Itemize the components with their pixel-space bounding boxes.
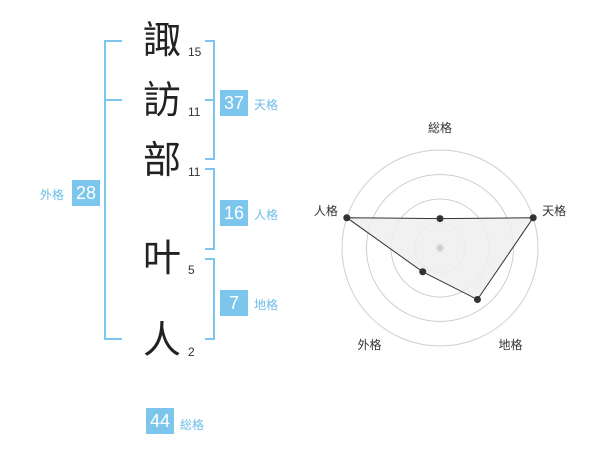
radar-axis-label-4: 外格 bbox=[357, 337, 381, 352]
chikaku-value: 7 bbox=[220, 290, 248, 316]
radar-axis-label-5: 人格 bbox=[314, 203, 338, 218]
stroke-count-3: 11 bbox=[188, 165, 201, 179]
tenkaku-label: 天格 bbox=[254, 98, 279, 112]
soukaku-label: 総格 bbox=[180, 418, 205, 432]
tenkaku-bracket-tick bbox=[205, 99, 215, 101]
name-char-1: 諏 bbox=[142, 18, 181, 62]
stroke-count-2: 11 bbox=[188, 105, 201, 119]
jinkaku-bracket bbox=[205, 168, 215, 250]
radar-point-2 bbox=[529, 214, 537, 222]
radar-axis-label-3: 地格 bbox=[499, 337, 523, 352]
stroke-count-5: 2 bbox=[188, 345, 195, 359]
chikaku-label: 地格 bbox=[254, 298, 279, 312]
gaikaku-value: 28 bbox=[72, 180, 100, 206]
gaikaku-bracket-tick bbox=[104, 99, 122, 101]
name-char-3: 部 bbox=[142, 138, 181, 182]
tenkaku-value: 37 bbox=[220, 90, 248, 116]
radar-axis-label-2: 天格 bbox=[542, 203, 566, 218]
jinkaku-value: 16 bbox=[220, 200, 248, 226]
name-char-2: 訪 bbox=[142, 78, 181, 122]
gaikaku-label: 外格 bbox=[40, 188, 65, 202]
name-char-4: 叶 bbox=[142, 236, 181, 280]
stroke-count-1: 15 bbox=[188, 45, 202, 59]
radar-axis-label-1: 総格 bbox=[428, 120, 452, 135]
radar-polygon bbox=[345, 217, 535, 301]
stroke-count-4: 5 bbox=[188, 263, 195, 277]
gaikaku-bracket bbox=[104, 40, 122, 340]
jinkaku-label: 人格 bbox=[254, 208, 279, 222]
radar-center-dot bbox=[436, 244, 444, 252]
radar-ring-4 bbox=[341, 149, 539, 347]
soukaku-value: 44 bbox=[146, 408, 174, 434]
radar-point-5 bbox=[343, 214, 351, 222]
name-char-5: 人 bbox=[142, 318, 181, 362]
chikaku-bracket bbox=[205, 258, 215, 340]
radar-point-1 bbox=[436, 215, 444, 223]
radar-ring-3 bbox=[366, 174, 514, 322]
radar-point-4 bbox=[419, 268, 427, 276]
radar-point-3 bbox=[473, 296, 481, 304]
